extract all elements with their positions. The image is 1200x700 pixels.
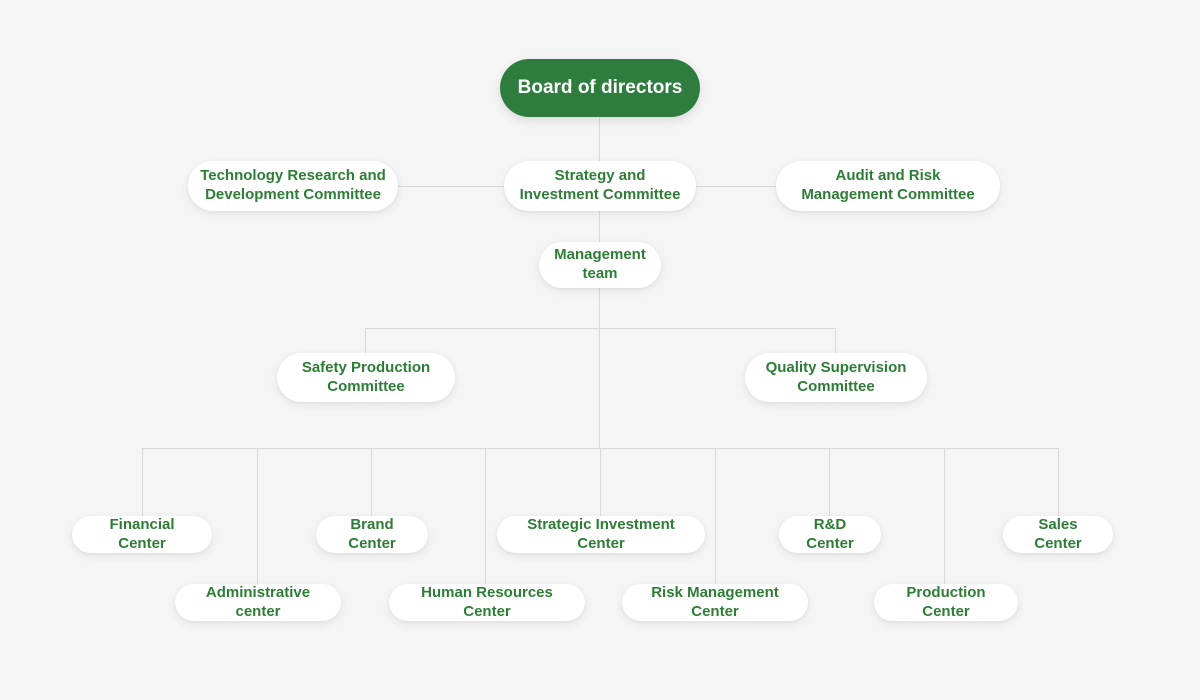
node-quality-supervision-committee: Quality Supervision Committee — [745, 353, 927, 402]
node-rd-center: R&D Center — [779, 516, 881, 553]
connector-safety-drop — [365, 328, 366, 355]
connector-rd-drop — [829, 448, 830, 517]
node-strategic-investment-center: Strategic Investment Center — [497, 516, 705, 553]
node-financial-center: Financial Center — [72, 516, 212, 553]
node-label: Technology Research and Development Comm… — [200, 167, 386, 203]
node-technology-research-development-committee: Technology Research and Development Comm… — [188, 161, 398, 211]
node-label: Administrative center — [205, 583, 311, 620]
node-strategy-investment-committee: Strategy and Investment Committee — [504, 161, 696, 211]
node-label: Human Resources Center — [421, 583, 553, 620]
connector-strategic-drop — [600, 448, 601, 517]
node-safety-production-committee: Safety Production Committee — [277, 353, 455, 402]
node-label: Brand Center — [348, 515, 396, 552]
node-brand-center: Brand Center — [316, 516, 428, 553]
node-label: Financial Center — [109, 515, 175, 552]
node-label: Risk Management Center — [651, 583, 779, 620]
node-label: Production Center — [906, 583, 986, 620]
node-human-resources-center: Human Resources Center — [389, 584, 585, 621]
node-label: Safety Production Committee — [301, 358, 431, 395]
node-management-team: Management team — [539, 242, 661, 288]
connector-administrative-drop — [257, 448, 258, 585]
node-label: Board of directors — [517, 77, 683, 99]
node-board-of-directors: Board of directors — [500, 59, 700, 117]
node-label: Quality Supervision Committee — [765, 358, 907, 395]
connector-sales-drop — [1058, 448, 1059, 517]
node-production-center: Production Center — [874, 584, 1018, 621]
connector-quality-drop — [835, 328, 836, 355]
connector-brand-drop — [371, 448, 372, 517]
connector-subcommittees-horizontal — [366, 328, 836, 329]
node-label: Audit and Risk Management Committee — [801, 167, 975, 203]
node-audit-risk-management-committee: Audit and Risk Management Committee — [776, 161, 1000, 211]
connector-production-drop — [944, 448, 945, 585]
connector-risk-drop — [715, 448, 716, 585]
node-administrative-center: Administrative center — [175, 584, 341, 621]
node-sales-center: Sales Center — [1003, 516, 1113, 553]
node-label: R&D Center — [806, 515, 854, 552]
node-label: Strategic Investment Center — [527, 515, 675, 552]
node-label: Strategy and Investment Committee — [519, 167, 681, 203]
node-label: Sales Center — [1034, 515, 1082, 552]
connector-financial-drop — [142, 448, 143, 517]
connector-hr-drop — [485, 448, 486, 585]
node-risk-management-center: Risk Management Center — [622, 584, 808, 621]
node-label: Management team — [554, 246, 646, 282]
